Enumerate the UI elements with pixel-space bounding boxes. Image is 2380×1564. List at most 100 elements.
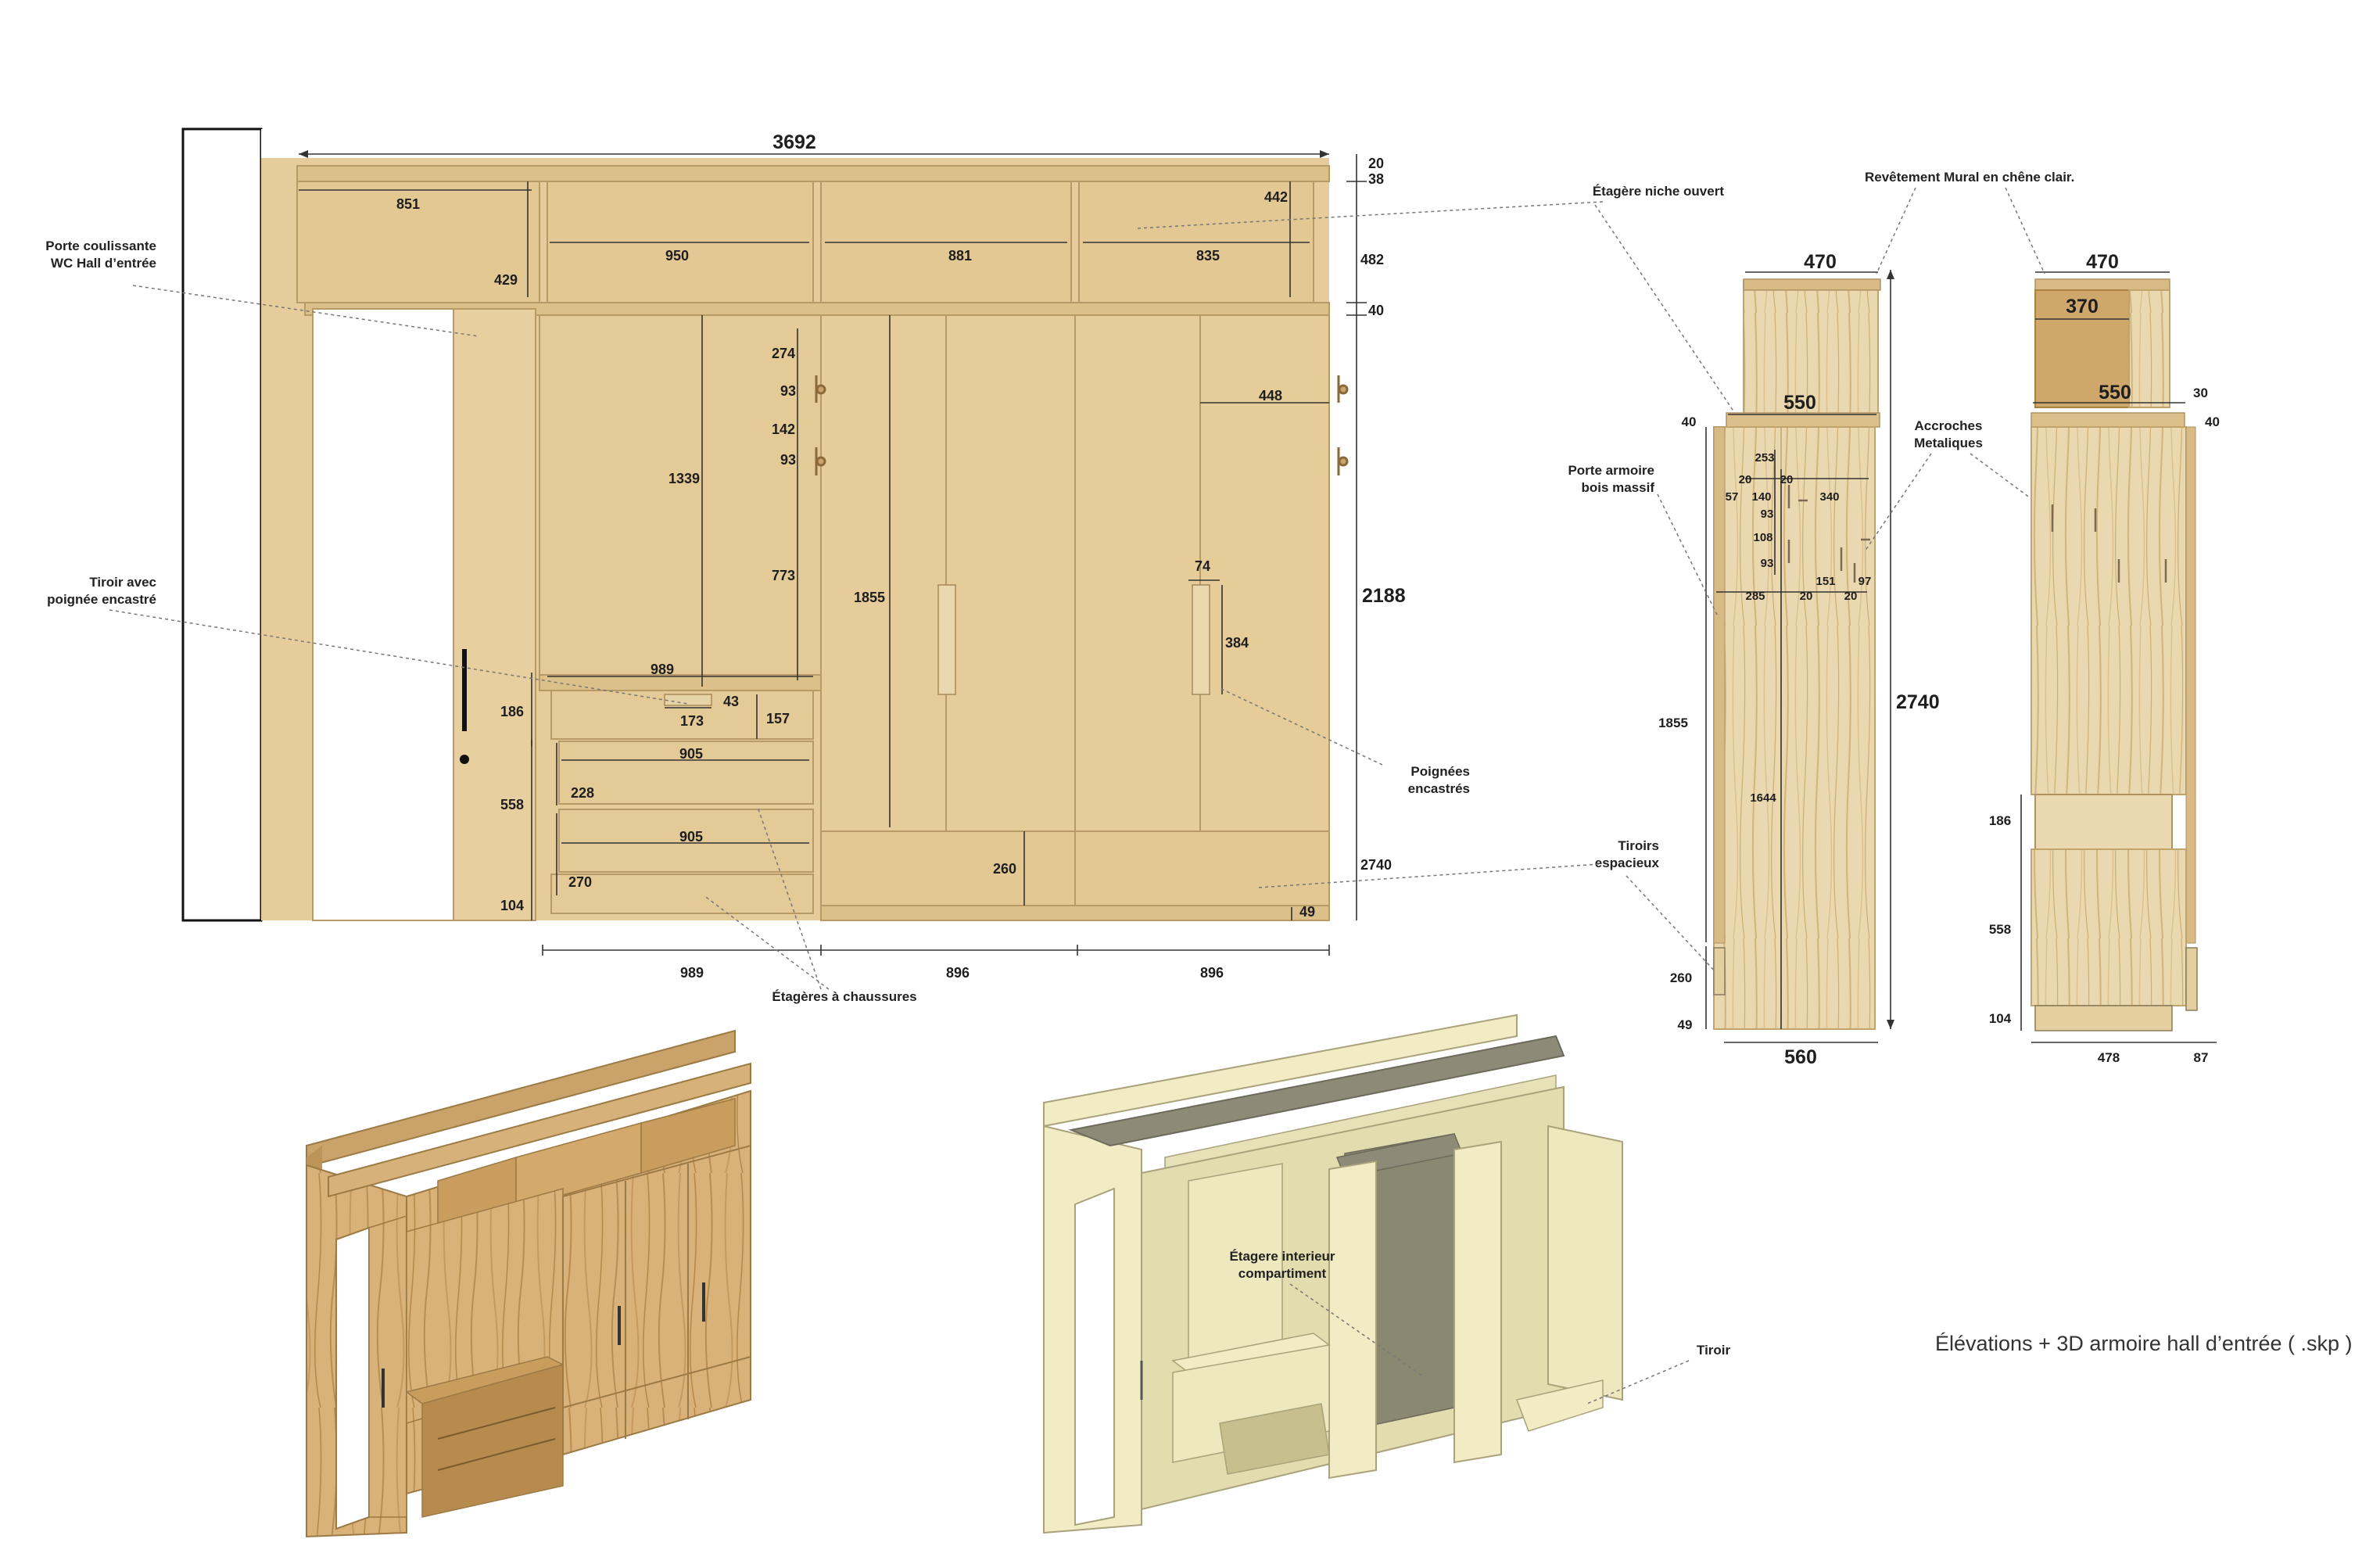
dim-label: 851 [396,196,420,212]
dim-label: 49 [1678,1017,1693,1032]
dim-label: 270 [568,874,592,890]
label-poignees-2: encastrés [1408,781,1470,796]
dim-label: 560 [1784,1046,1817,1068]
label-porte-coulissante-2: WC Hall d’entrée [51,256,156,271]
dim-label: 186 [500,704,524,719]
label-accroches-1: Accroches [1915,418,1983,433]
dim-label: 340 [1819,490,1839,504]
dim-label: 97 [1858,575,1872,588]
dim-label: 2188 [1362,585,1406,607]
dim-label: 2740 [1360,857,1392,873]
dim-label: 20 [1800,590,1813,603]
dim-label: 186 [1989,813,2011,828]
dim-label: 1339 [668,471,700,486]
total-width-dim: 3692 [772,131,816,153]
label-tiroirs-2: espacieux [1595,856,1660,870]
dim-label: 989 [680,965,704,981]
front-annotations: Porte coulissante WC Hall d’entrée Tiroi… [45,170,2074,1004]
dim-label: 20 [1368,156,1384,171]
dim-label: 1855 [1658,716,1688,730]
label-etagere-niche: Étagère niche ouvert [1593,184,1725,199]
dim-label: 896 [946,965,970,981]
label-revetement: Revêtement Mural en chêne clair. [1865,170,2074,185]
label-porte-armoire-2: bois massif [1581,480,1654,495]
dim-label: 905 [679,829,703,845]
label-accroches-2: Metaliques [1914,436,1983,450]
dim-label: 905 [679,746,703,762]
top-gap [261,129,1329,158]
dim-label: 896 [1200,965,1224,981]
label-porte-armoire-1: Porte armoire [1568,463,1654,478]
dim-label: 20 [1739,473,1752,486]
dim-label: 482 [1360,252,1384,267]
dim-label: 478 [2098,1050,2120,1065]
dim-label: 40 [2205,414,2220,429]
dim-label: 835 [1196,248,1220,264]
dim-label: 989 [651,662,674,677]
dim-label: 30 [2193,386,2208,400]
label-tiroir-3d: Tiroir [1697,1343,1731,1358]
dim-label: 370 [2066,296,2099,317]
label-tiroir-1: Tiroir avec [89,575,156,590]
dim-label: 253 [1755,451,1774,465]
label-etagere-interieur-1: Étagere interieur [1229,1249,1335,1264]
dim-label: 93 [780,452,796,468]
label-etageres-chaussures: Étagères à chaussures [772,989,916,1004]
dim-label: 108 [1753,531,1772,544]
recessed-handle-icon [1192,584,1210,695]
dim-label: 773 [772,568,795,583]
dim-label: 87 [2194,1050,2209,1065]
dim-label: 550 [1783,392,1816,414]
dim-label: 40 [1682,414,1697,429]
dim-label: 260 [993,861,1016,877]
label-etagere-interieur-2: compartiment [1238,1266,1327,1281]
label-tiroirs-1: Tiroirs [1618,838,1659,853]
side-elevation-1: 470 550 40 253 20 20 57 140 340 93 108 9… [1568,251,2056,1068]
dim-label: 274 [772,346,795,361]
3d-view-cream: Étagere interieur compartiment Tiroir [1043,1013,1731,1534]
dim-label: 429 [494,272,518,288]
dim-label: 470 [1804,251,1837,273]
dim-label: 20 [1780,473,1794,486]
hook-icon [815,375,1349,475]
label-poignees-1: Poignées [1410,764,1470,779]
label-porte-coulissante-1: Porte coulissante [45,239,156,253]
dim-label: 285 [1745,590,1765,603]
dim-label: 157 [766,711,790,726]
dim-label: 43 [723,694,739,709]
3d-view-oak [306,1029,751,1538]
dim-label: 142 [772,421,795,437]
dim-label: 550 [2099,382,2131,404]
dim-label: 2740 [1896,691,1940,713]
dim-label: 950 [665,248,689,264]
dim-label: 228 [571,785,594,801]
dim-label: 57 [1726,490,1739,504]
dim-label: 151 [1815,575,1835,588]
dim-label: 140 [1751,490,1771,504]
dim-label: 260 [1670,970,1692,985]
dim-label: 93 [1761,508,1774,521]
dim-label: 40 [1368,303,1384,318]
dim-label: 1855 [854,590,885,605]
dim-label: 20 [1844,590,1858,603]
door-opening [312,308,454,921]
dim-label: 448 [1259,388,1282,404]
dim-label: 470 [2086,251,2119,273]
dim-label: 384 [1225,635,1249,651]
dim-label: 104 [1989,1011,2012,1026]
dim-label: 93 [780,383,796,399]
dim-label: 173 [680,713,704,729]
dim-label: 558 [1989,922,2011,937]
recessed-handle-icon [937,584,956,695]
front-elevation: 3692 851 429 950 881 835 442 20 38 482 4… [181,127,1406,981]
dim-label: 442 [1264,189,1288,205]
side-wall [181,127,263,922]
dim-label: 558 [500,797,524,812]
dim-label: 881 [948,248,972,264]
dim-label: 49 [1299,904,1315,920]
metal-hook-icon [1787,485,1870,583]
dim-label: 74 [1195,558,1210,574]
dim-label: 93 [1761,557,1774,570]
label-tiroir-2: poignée encastré [47,592,156,607]
